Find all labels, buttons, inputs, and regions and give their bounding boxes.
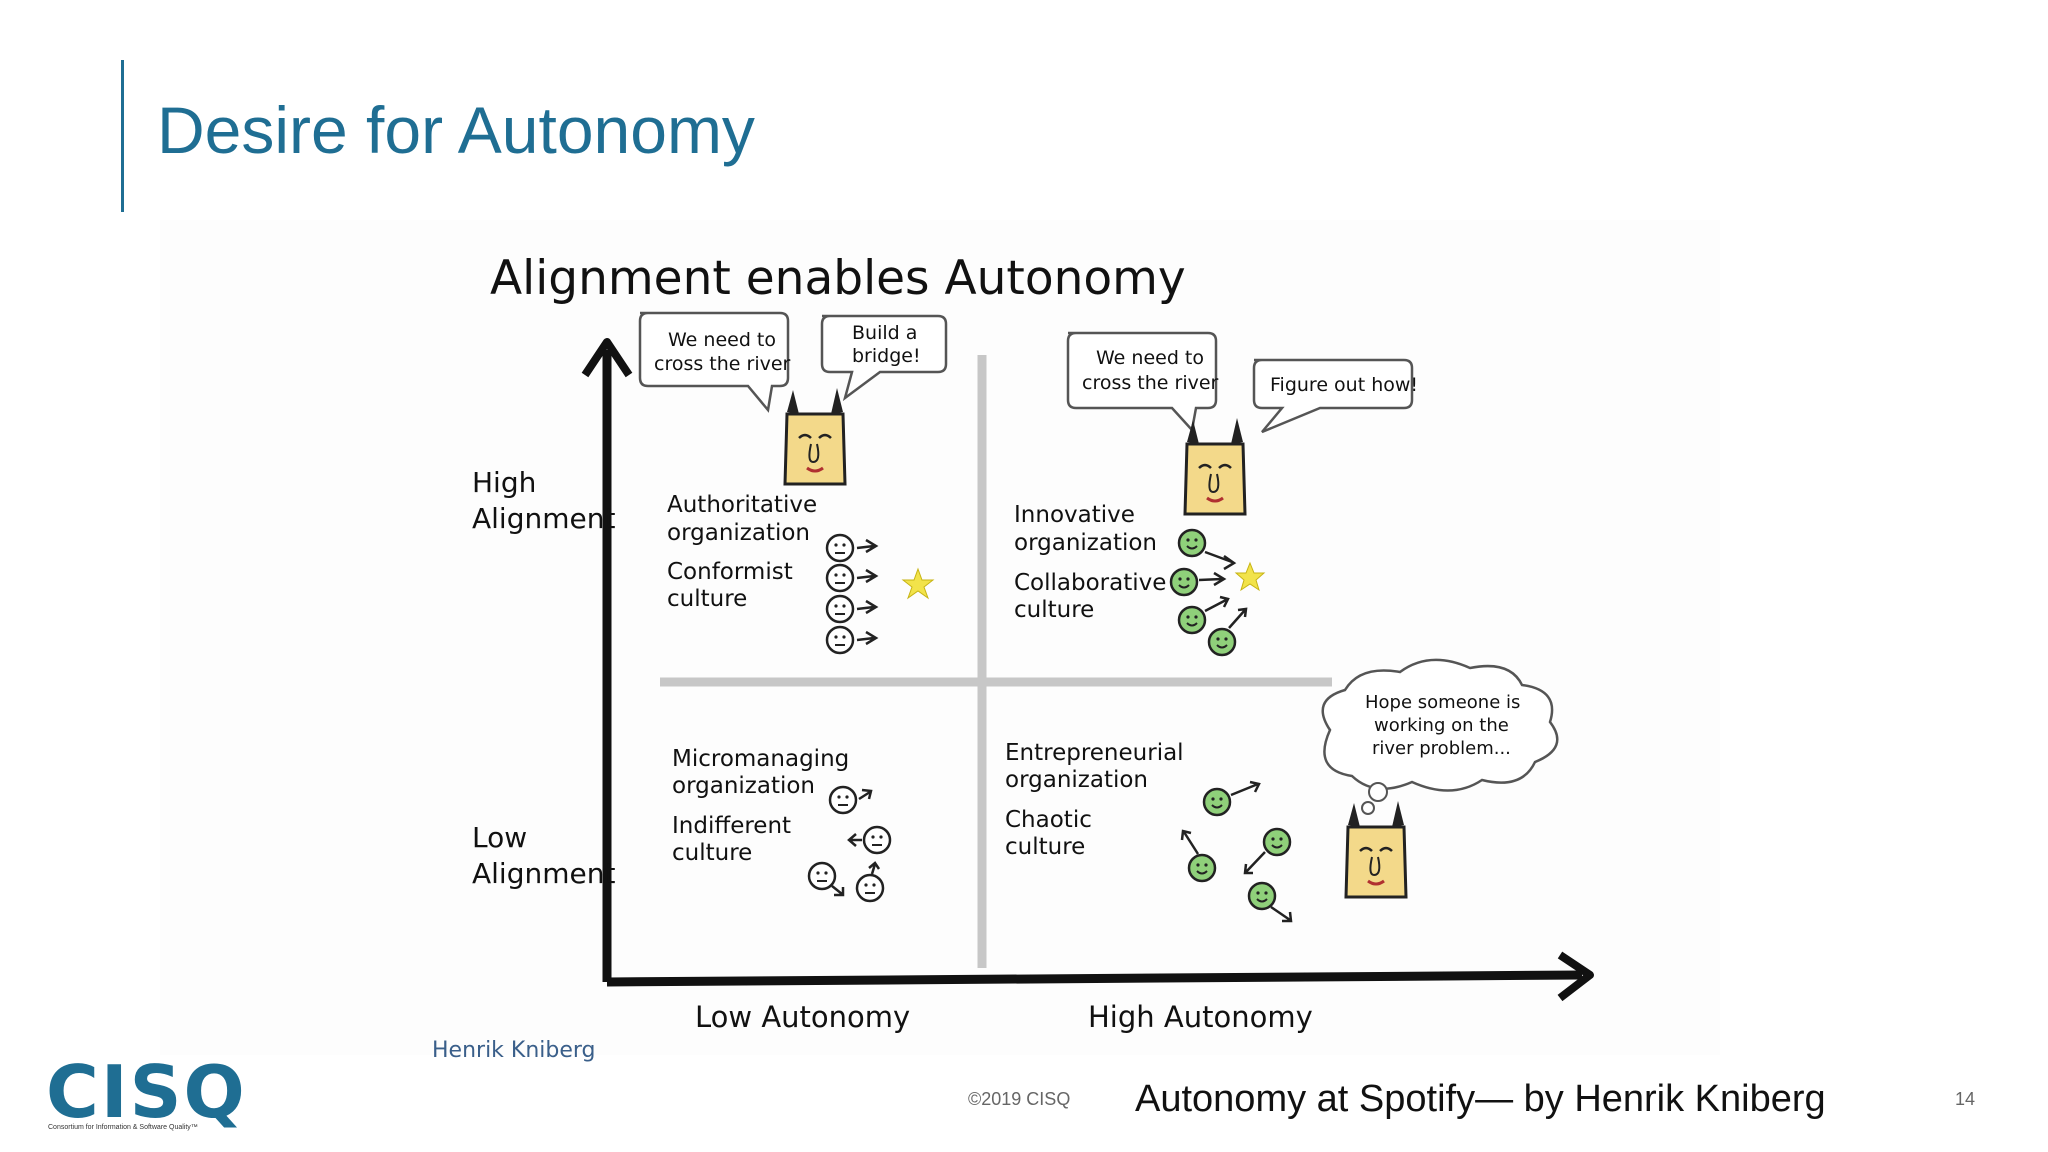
y-label-low-1: Low bbox=[472, 821, 527, 854]
y-axis-arrowhead bbox=[581, 338, 633, 378]
person-face bbox=[1247, 881, 1277, 911]
person-face bbox=[1262, 827, 1292, 857]
direction-arrow bbox=[1204, 550, 1237, 571]
title-accent-bar bbox=[121, 60, 124, 212]
thought-dot bbox=[1368, 782, 1388, 802]
person-face bbox=[1202, 787, 1232, 817]
org-label-line2: organization bbox=[1005, 767, 1148, 793]
speech-bubble-figure-out bbox=[1252, 358, 1414, 434]
org-label-line2: organization bbox=[1014, 530, 1157, 556]
direction-arrow bbox=[858, 788, 873, 801]
bubble-text-line1: We need to bbox=[1096, 347, 1204, 369]
person-face bbox=[1177, 605, 1207, 635]
direction-arrow bbox=[856, 568, 879, 584]
direction-arrow bbox=[847, 833, 862, 847]
person-face bbox=[855, 873, 885, 903]
direction-arrow bbox=[1204, 595, 1230, 613]
org-label-line2: organization bbox=[667, 520, 810, 546]
bubble-text-line2: cross the river bbox=[654, 353, 791, 375]
y-label-low-2: Alignment bbox=[472, 857, 615, 890]
culture-label-line1: Conformist bbox=[667, 559, 793, 585]
org-label-line1: Innovative bbox=[1014, 502, 1135, 528]
bubble-text-line1: Build a bbox=[852, 322, 917, 344]
person-face bbox=[825, 594, 855, 624]
slide-title: Desire for Autonomy bbox=[157, 93, 755, 167]
person-face bbox=[1207, 627, 1237, 657]
image-caption: Autonomy at Spotify— by Henrik Kniberg bbox=[1135, 1078, 1826, 1120]
person-face bbox=[825, 625, 855, 655]
x-axis-arrowhead bbox=[1557, 951, 1594, 1002]
culture-label-line1: Chaotic bbox=[1005, 807, 1092, 833]
speech-bubble-cross-river bbox=[638, 311, 790, 413]
person-face bbox=[1187, 853, 1217, 883]
y-label-high-1: High bbox=[472, 466, 536, 499]
direction-arrow bbox=[1230, 780, 1261, 797]
person-face bbox=[1177, 528, 1207, 558]
bubble-text-line1: Figure out how! bbox=[1270, 374, 1418, 396]
thought-text-line3: river problem... bbox=[1372, 738, 1511, 759]
bubble-text-line1: We need to bbox=[668, 329, 776, 351]
culture-label-line2: culture bbox=[1005, 834, 1085, 860]
culture-label-line1: Collaborative bbox=[1014, 570, 1166, 596]
direction-arrow bbox=[831, 885, 845, 897]
diagram-title: Alignment enables Autonomy bbox=[490, 251, 1186, 306]
author-signature: Henrik Kniberg bbox=[432, 1038, 596, 1063]
x-label-low: Low Autonomy bbox=[695, 1000, 910, 1034]
direction-arrow bbox=[1228, 607, 1248, 629]
culture-label-line2: culture bbox=[667, 586, 747, 612]
cisq-logo: CISQ bbox=[46, 1050, 247, 1134]
bubble-text-line2: bridge! bbox=[852, 345, 921, 367]
direction-arrow bbox=[1198, 571, 1227, 587]
x-axis bbox=[606, 970, 1583, 987]
culture-label-line2: culture bbox=[672, 840, 752, 866]
person-face bbox=[828, 785, 858, 815]
person-face bbox=[1169, 567, 1199, 597]
org-label-line1: Authoritative bbox=[667, 492, 817, 518]
direction-arrow bbox=[1180, 829, 1200, 855]
star-goal bbox=[1234, 561, 1266, 592]
direction-arrow bbox=[856, 538, 879, 554]
direction-arrow bbox=[856, 599, 879, 615]
copyright-notice: ©2019 CISQ bbox=[968, 1089, 1071, 1109]
thought-text-line2: working on the bbox=[1374, 715, 1509, 736]
culture-label-line2: culture bbox=[1014, 597, 1094, 623]
org-label-line1: Micromanaging bbox=[672, 746, 849, 772]
speech-bubble-build-bridge bbox=[820, 314, 948, 402]
person-face bbox=[862, 825, 892, 855]
person-face bbox=[825, 533, 855, 563]
direction-arrow bbox=[868, 861, 881, 875]
bubble-text-line2: cross the river bbox=[1082, 372, 1219, 394]
culture-label-line1: Indifferent bbox=[672, 813, 791, 839]
thought-dot bbox=[1361, 801, 1375, 815]
thought-text-line1: Hope someone is bbox=[1365, 692, 1520, 713]
quadrant-bottom-right: Entrepreneurial organization Chaotic cul… bbox=[1005, 658, 1559, 923]
person-face bbox=[825, 563, 855, 593]
cisq-tagline: Consortium for Information & Software Qu… bbox=[48, 1124, 198, 1131]
quadrant-top-left: We need to cross the river Build a bridg… bbox=[638, 311, 948, 655]
direction-arrow bbox=[1243, 851, 1266, 875]
direction-arrow bbox=[1270, 905, 1293, 923]
star-goal bbox=[901, 567, 935, 600]
y-label-high-2: Alignment bbox=[472, 502, 615, 535]
person-face bbox=[807, 861, 837, 891]
x-label-high: High Autonomy bbox=[1088, 1000, 1313, 1034]
quadrant-top-right: We need to cross the river Figure out ho… bbox=[1014, 331, 1418, 657]
org-label-line2: organization bbox=[672, 773, 815, 799]
direction-arrow bbox=[856, 630, 879, 646]
org-label-line1: Entrepreneurial bbox=[1005, 740, 1184, 766]
page-number: 14 bbox=[1955, 1089, 1976, 1109]
quadrant-bottom-left: Micromanaging organization Indifferent c… bbox=[672, 746, 892, 903]
